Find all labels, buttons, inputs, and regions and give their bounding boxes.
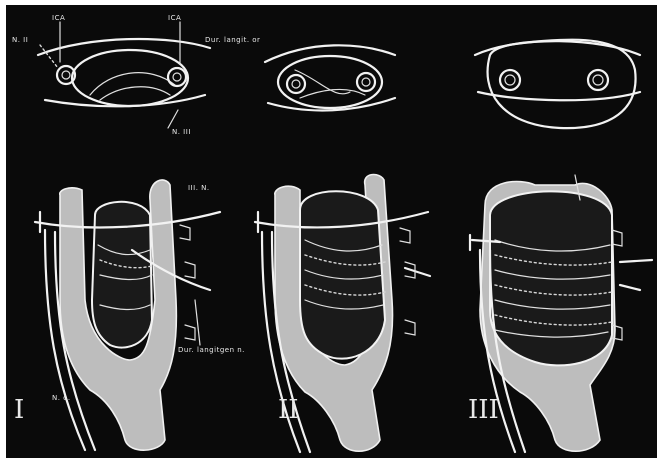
cross-section-2 (265, 45, 395, 110)
numeral-panel-1: I (14, 395, 24, 425)
vessel-left-2 (287, 75, 305, 93)
label-top-e: N. III (172, 128, 191, 136)
label-top-d: Dur. langit. or (205, 36, 260, 44)
label-top-c: ICA (168, 14, 181, 22)
vessel-right-3 (588, 70, 608, 90)
label-top-left-a: N. II (12, 36, 28, 44)
label-mid-b: Dur. langitgen n. (178, 346, 245, 354)
vessel-right-1 (168, 68, 186, 86)
vessel-left-3 (500, 70, 520, 90)
vessel-right-2 (357, 73, 375, 91)
cross-section-1 (38, 22, 210, 128)
label-bottom-a: N. o. (52, 394, 71, 402)
sagittal-panel-1 (35, 180, 220, 450)
cross-section-3 (475, 40, 640, 128)
numeral-panel-2: II (278, 395, 299, 425)
numeral-panel-3: III (468, 395, 499, 425)
label-top-b: ICA (52, 14, 65, 22)
label-mid-a: III. N. (188, 184, 210, 192)
